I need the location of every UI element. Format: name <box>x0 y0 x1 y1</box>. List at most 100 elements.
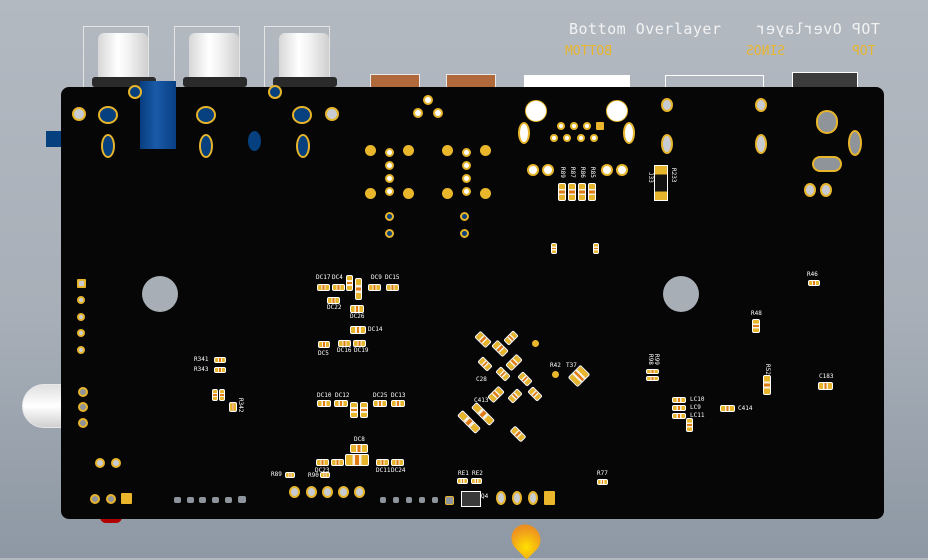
capacitor-dc22[interactable] <box>327 297 340 304</box>
capacitor-dc27[interactable] <box>331 459 344 466</box>
smd-pad <box>419 497 425 503</box>
resistor-re2[interactable] <box>471 478 482 484</box>
capacitor-dc19[interactable] <box>353 340 366 347</box>
capacitor-dc3[interactable] <box>355 278 362 300</box>
smd-pad <box>212 497 219 503</box>
capacitor-dc16[interactable] <box>338 340 351 347</box>
label-dc8: DC8 <box>354 436 365 443</box>
resistor-r48[interactable] <box>752 319 760 333</box>
capacitor-c45[interactable] <box>474 330 492 349</box>
capacitor-c413[interactable] <box>487 385 505 404</box>
resistor-r89-bottom[interactable] <box>285 472 295 478</box>
capacitor-c28[interactable] <box>477 356 493 372</box>
header-pad <box>442 145 453 156</box>
label-c183: C183 <box>819 373 834 380</box>
capacitor-c316[interactable] <box>551 243 557 254</box>
header-pad <box>480 145 491 156</box>
smd-pad <box>187 497 194 503</box>
resistor-r46[interactable] <box>808 280 820 286</box>
capacitor-dc4[interactable] <box>332 284 345 291</box>
capacitor-dc12[interactable] <box>334 400 348 407</box>
jumper-j33[interactable] <box>654 165 668 201</box>
resistor-r342[interactable] <box>229 402 237 412</box>
capacitor-dc2[interactable] <box>346 275 353 291</box>
smd-pad <box>432 497 438 503</box>
resistor-re1[interactable] <box>457 478 468 484</box>
capacitor-c183[interactable] <box>818 382 833 390</box>
capacitor-c47[interactable] <box>503 330 519 346</box>
capacitor-dc17[interactable] <box>317 284 330 291</box>
capacitor-dc8[interactable] <box>350 444 368 453</box>
capacitor-c306[interactable] <box>212 389 218 401</box>
capacitor-c49[interactable] <box>505 353 523 372</box>
resistor-r99[interactable] <box>646 376 659 381</box>
capacitor-c305[interactable] <box>219 389 225 401</box>
label-dc19: DC19 <box>354 347 369 354</box>
label-dc15: DC15 <box>385 274 400 281</box>
rca-pad <box>292 106 312 124</box>
capacitor-c41[interactable] <box>517 371 533 387</box>
header-connector-2[interactable] <box>446 74 496 89</box>
capacitor-dc25[interactable] <box>373 400 387 407</box>
thru-pad <box>289 486 300 498</box>
capacitor-dc11[interactable] <box>376 459 389 466</box>
capacitor-c48[interactable] <box>507 388 523 404</box>
label-j33: J33 <box>647 172 654 183</box>
resistor-r86[interactable] <box>578 183 586 201</box>
resistor-r98[interactable] <box>646 369 659 374</box>
inductor-lc10[interactable] <box>672 397 686 403</box>
header-connector-1[interactable] <box>370 74 420 89</box>
capacitor-dc14[interactable] <box>350 326 366 334</box>
resistor-small[interactable] <box>686 418 693 432</box>
capacitor-array[interactable] <box>345 454 369 466</box>
thru-pad <box>512 491 522 505</box>
pin-pad <box>542 164 554 176</box>
via-pad <box>460 212 469 221</box>
top-overlayer-title: TOP Overlayer <box>756 20 880 38</box>
resistor-r343[interactable] <box>214 367 226 373</box>
transistor-q4[interactable] <box>461 491 481 507</box>
pin-pad <box>78 387 88 397</box>
resistor-r85[interactable] <box>588 183 596 201</box>
capacitor-dc5[interactable] <box>318 341 330 348</box>
inductor-lc11[interactable] <box>672 413 686 419</box>
slot-pad <box>248 131 261 151</box>
capacitor-dc24[interactable] <box>391 459 404 466</box>
label-dc14: DC14 <box>368 326 383 333</box>
thru-pad <box>354 486 365 498</box>
header-pad <box>385 161 394 170</box>
shield-pad <box>518 122 530 144</box>
resistor-r341[interactable] <box>214 357 226 363</box>
label-r342: R342 <box>237 398 244 413</box>
inductor-lc9[interactable] <box>672 405 686 411</box>
pin-pad <box>583 122 591 130</box>
capacitor-tall-1[interactable] <box>350 402 358 418</box>
label-dc10: DC10 <box>317 392 332 399</box>
header-pad <box>462 187 471 196</box>
capacitor-c318[interactable] <box>593 243 599 254</box>
label-dc13: DC13 <box>391 392 406 399</box>
resistor-r77[interactable] <box>597 479 608 485</box>
capacitor-dc10[interactable] <box>317 400 331 407</box>
thru-pad <box>528 491 538 505</box>
resistor-r90[interactable] <box>320 472 330 478</box>
capacitor[interactable] <box>509 425 527 443</box>
capacitor-tall-2[interactable] <box>360 402 368 418</box>
capacitor-dc23[interactable] <box>316 459 329 466</box>
pin-pad <box>527 164 539 176</box>
resistor-r89[interactable] <box>558 183 566 201</box>
resistor-r52[interactable] <box>763 375 771 395</box>
electrolytic-capacitor[interactable] <box>140 81 176 149</box>
resistor-r87[interactable] <box>568 183 576 201</box>
label-r42: R42 <box>550 362 561 369</box>
capacitor-c414[interactable] <box>720 405 735 412</box>
capacitor-dc15[interactable] <box>386 284 399 291</box>
capacitor-dc9[interactable] <box>368 284 381 291</box>
capacitor-c50[interactable] <box>527 386 543 402</box>
3d-view-pointer-icon[interactable] <box>505 518 547 560</box>
capacitor-dc13[interactable] <box>391 400 405 407</box>
top-layer-text: TOP <box>852 44 876 59</box>
capacitor-dc26[interactable] <box>350 305 364 313</box>
pin-pad <box>557 122 565 130</box>
usb-connector-outline[interactable] <box>524 75 630 89</box>
